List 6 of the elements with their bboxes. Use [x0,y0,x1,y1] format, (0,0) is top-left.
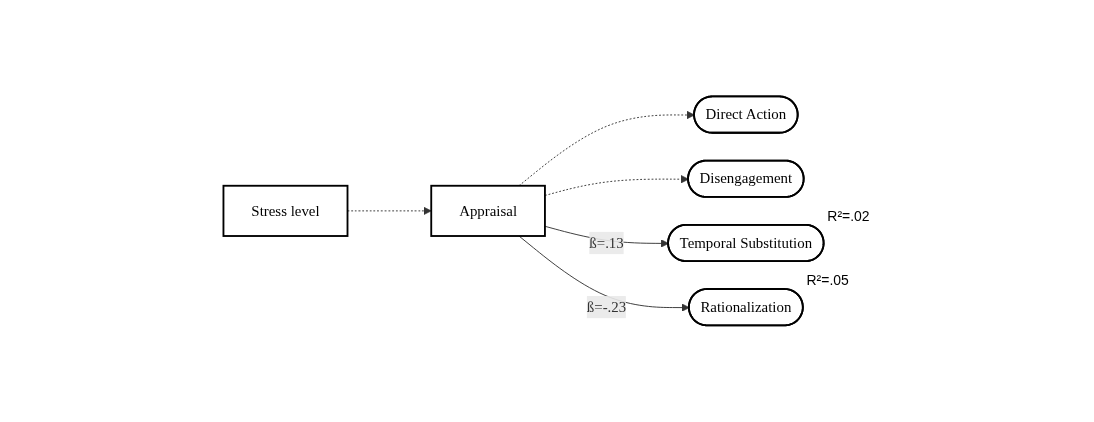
node-box: Stress level [223,184,349,238]
r-squared-label: R²=.05 [807,272,850,289]
edge-label: ß=-.23 [587,298,627,315]
edge-label: ß=.13 [589,234,625,251]
r-squared-label: R²=.02 [827,208,871,225]
node-box: Appraisal [430,184,547,238]
